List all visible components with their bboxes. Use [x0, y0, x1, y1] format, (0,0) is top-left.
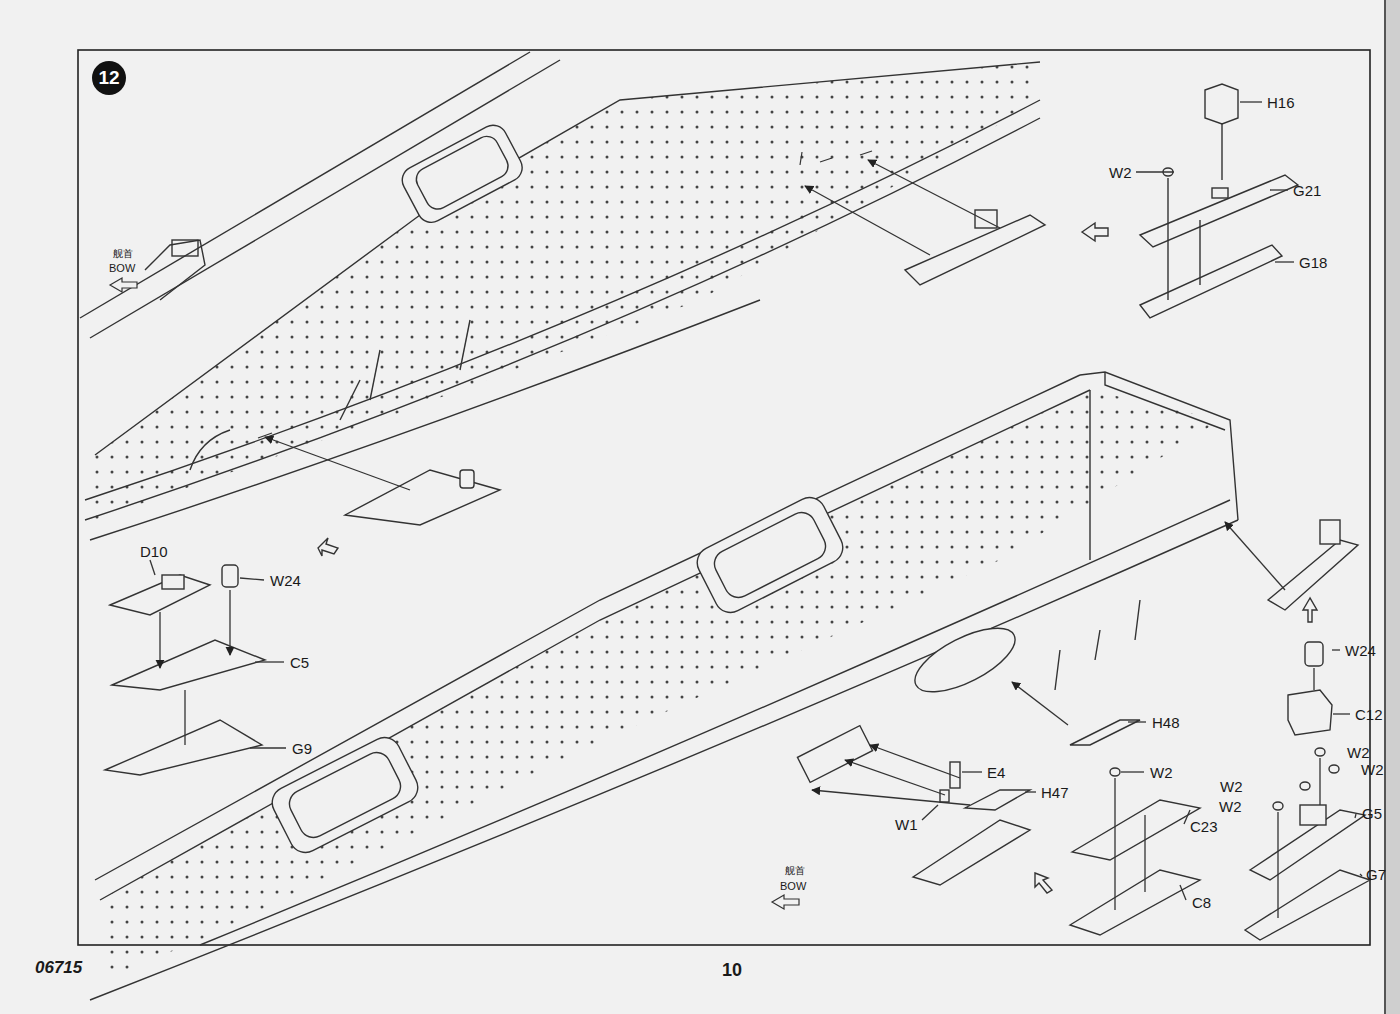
- step-number: 12: [92, 61, 126, 95]
- kit-number: 06715: [35, 959, 82, 976]
- part-number: C23: [1190, 819, 1218, 834]
- part-number: W2: [1347, 745, 1370, 760]
- part-number: H48: [1152, 715, 1180, 730]
- bow-label: 舰首: [113, 249, 133, 259]
- part-number: E4: [987, 765, 1005, 780]
- bow-label: BOW: [780, 881, 806, 892]
- part-number: C5: [290, 655, 309, 670]
- part-number: W24: [1345, 643, 1376, 658]
- part-number: H16: [1267, 95, 1295, 110]
- part-number: W1: [895, 817, 918, 832]
- part-number: G21: [1293, 183, 1321, 198]
- part-number: G5: [1362, 806, 1382, 821]
- bow-label: BOW: [109, 263, 135, 274]
- part-number: C12: [1355, 707, 1383, 722]
- step-text: 12: [98, 67, 119, 89]
- part-number: H47: [1041, 785, 1069, 800]
- part-number: W2: [1150, 765, 1173, 780]
- page-number: 10: [722, 961, 742, 979]
- part-number: G9: [292, 741, 312, 756]
- part-number: D10: [140, 544, 168, 559]
- part-number: C8: [1192, 895, 1211, 910]
- bow-label: 舰首: [785, 866, 805, 876]
- part-number: G7: [1366, 867, 1386, 882]
- part-number: G18: [1299, 255, 1327, 270]
- part-number: W2: [1219, 799, 1242, 814]
- part-number: W2: [1220, 779, 1243, 794]
- part-number: W2: [1361, 762, 1384, 777]
- part-number: W2: [1109, 165, 1132, 180]
- part-number: W24: [270, 573, 301, 588]
